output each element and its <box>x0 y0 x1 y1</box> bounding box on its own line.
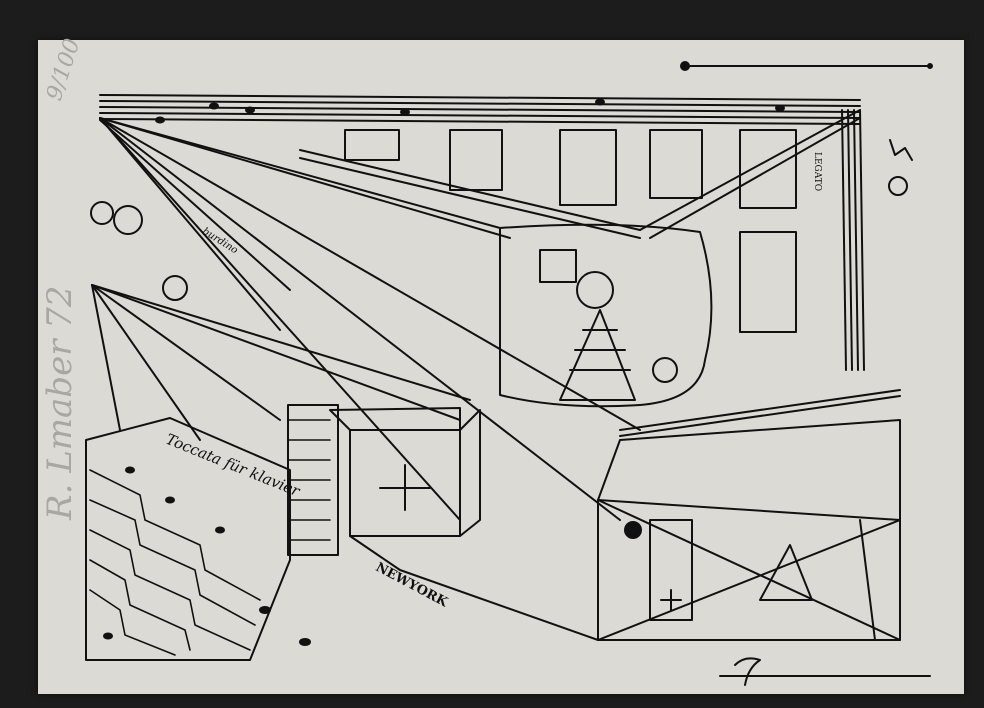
diagonal-staffs <box>91 109 901 521</box>
right-staff <box>841 109 865 371</box>
legato-label: LEGATO <box>812 152 822 192</box>
top-staff <box>99 94 861 125</box>
artist-signature: R. Lmaber 72 <box>40 285 80 520</box>
